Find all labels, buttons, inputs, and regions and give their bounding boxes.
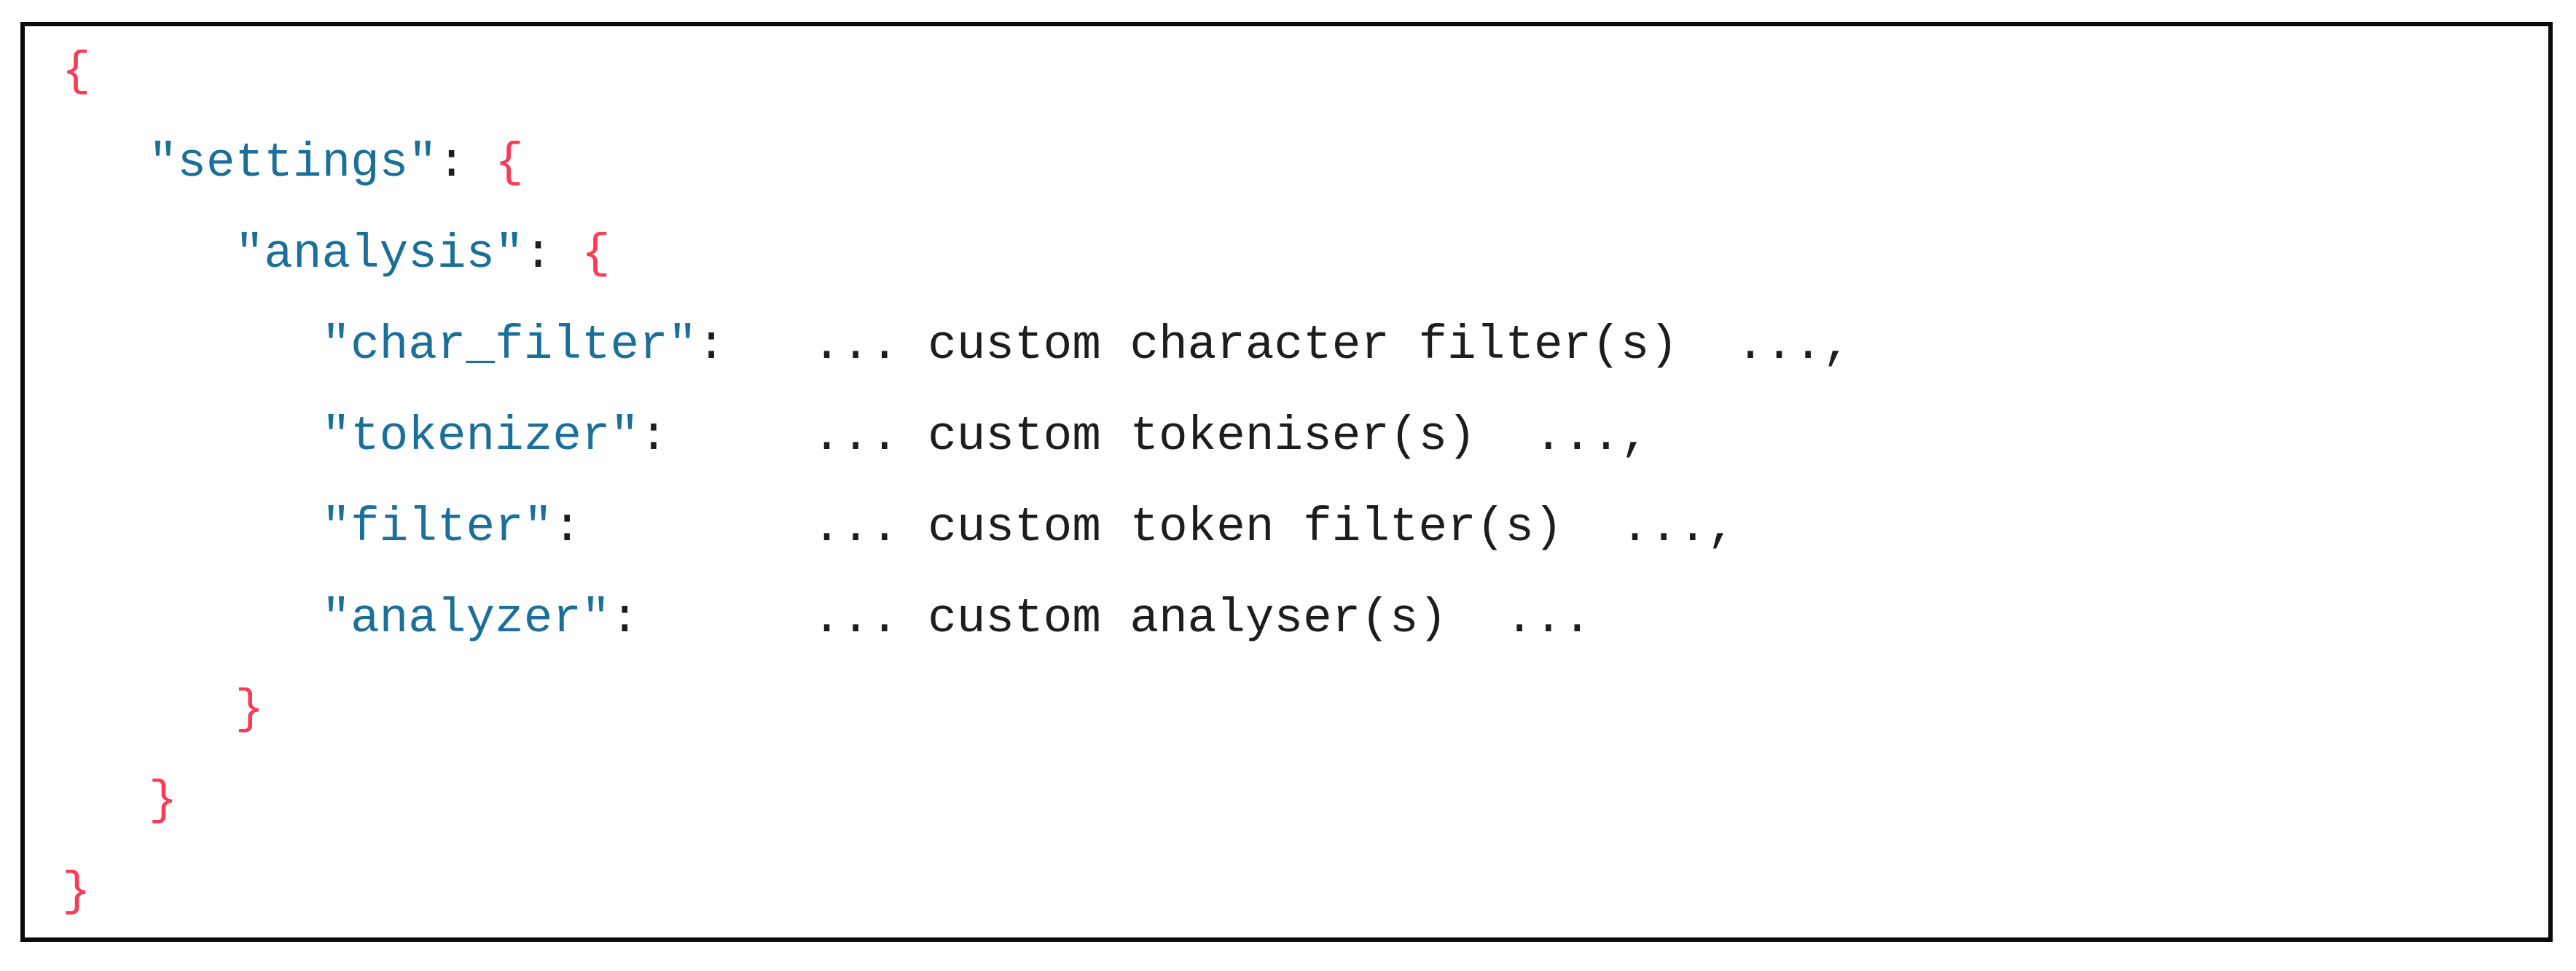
code-line: "filter": ... custom token filter(s) ...…	[62, 482, 2548, 573]
code-token-brace: {	[62, 44, 91, 99]
code-block: { "settings": { "analysis": { "char_filt…	[20, 22, 2553, 942]
code-token-plain: : ... custom analyser(s) ...	[610, 591, 1592, 646]
code-token-brace: }	[62, 865, 91, 919]
code-token-plain: : ... custom character filter(s) ...,	[697, 318, 1852, 373]
code-token-plain	[62, 318, 321, 373]
code-token-string: "filter"	[321, 500, 553, 555]
code-line: {	[62, 26, 2548, 117]
code-line: }	[62, 846, 2548, 937]
code-token-brace: }	[148, 773, 178, 828]
code-line: "analyzer": ... custom analyser(s) ...	[62, 573, 2548, 664]
code-line: }	[62, 755, 2548, 846]
code-token-plain	[62, 591, 321, 646]
code-token-string: "analysis"	[235, 227, 524, 281]
code-token-brace: {	[581, 227, 611, 281]
code-token-plain: : ... custom token filter(s) ...,	[552, 500, 1737, 555]
code-line: "tokenizer": ... custom tokeniser(s) ...…	[62, 391, 2548, 482]
code-token-plain	[62, 409, 321, 464]
code-token-string: "analyzer"	[321, 591, 611, 646]
code-token-brace: }	[235, 682, 265, 737]
code-token-plain: :	[523, 227, 582, 281]
code-line: "settings": {	[62, 117, 2548, 208]
code-token-plain	[62, 136, 149, 190]
code-line: "char_filter": ... custom character filt…	[62, 300, 2548, 391]
code-line: "analysis": {	[62, 208, 2548, 300]
code-token-brace: {	[495, 136, 524, 190]
code-token-plain	[62, 227, 235, 281]
code-token-plain	[62, 773, 149, 828]
code-token-plain: : ... custom tokeniser(s) ...,	[639, 409, 1650, 464]
code-token-plain: :	[436, 136, 496, 190]
code-token-string: "char_filter"	[321, 318, 697, 373]
code-token-plain	[62, 500, 321, 555]
code-token-plain	[62, 682, 235, 737]
code-token-string: "settings"	[148, 136, 437, 190]
code-line: }	[62, 664, 2548, 755]
code-token-string: "tokenizer"	[321, 409, 640, 464]
